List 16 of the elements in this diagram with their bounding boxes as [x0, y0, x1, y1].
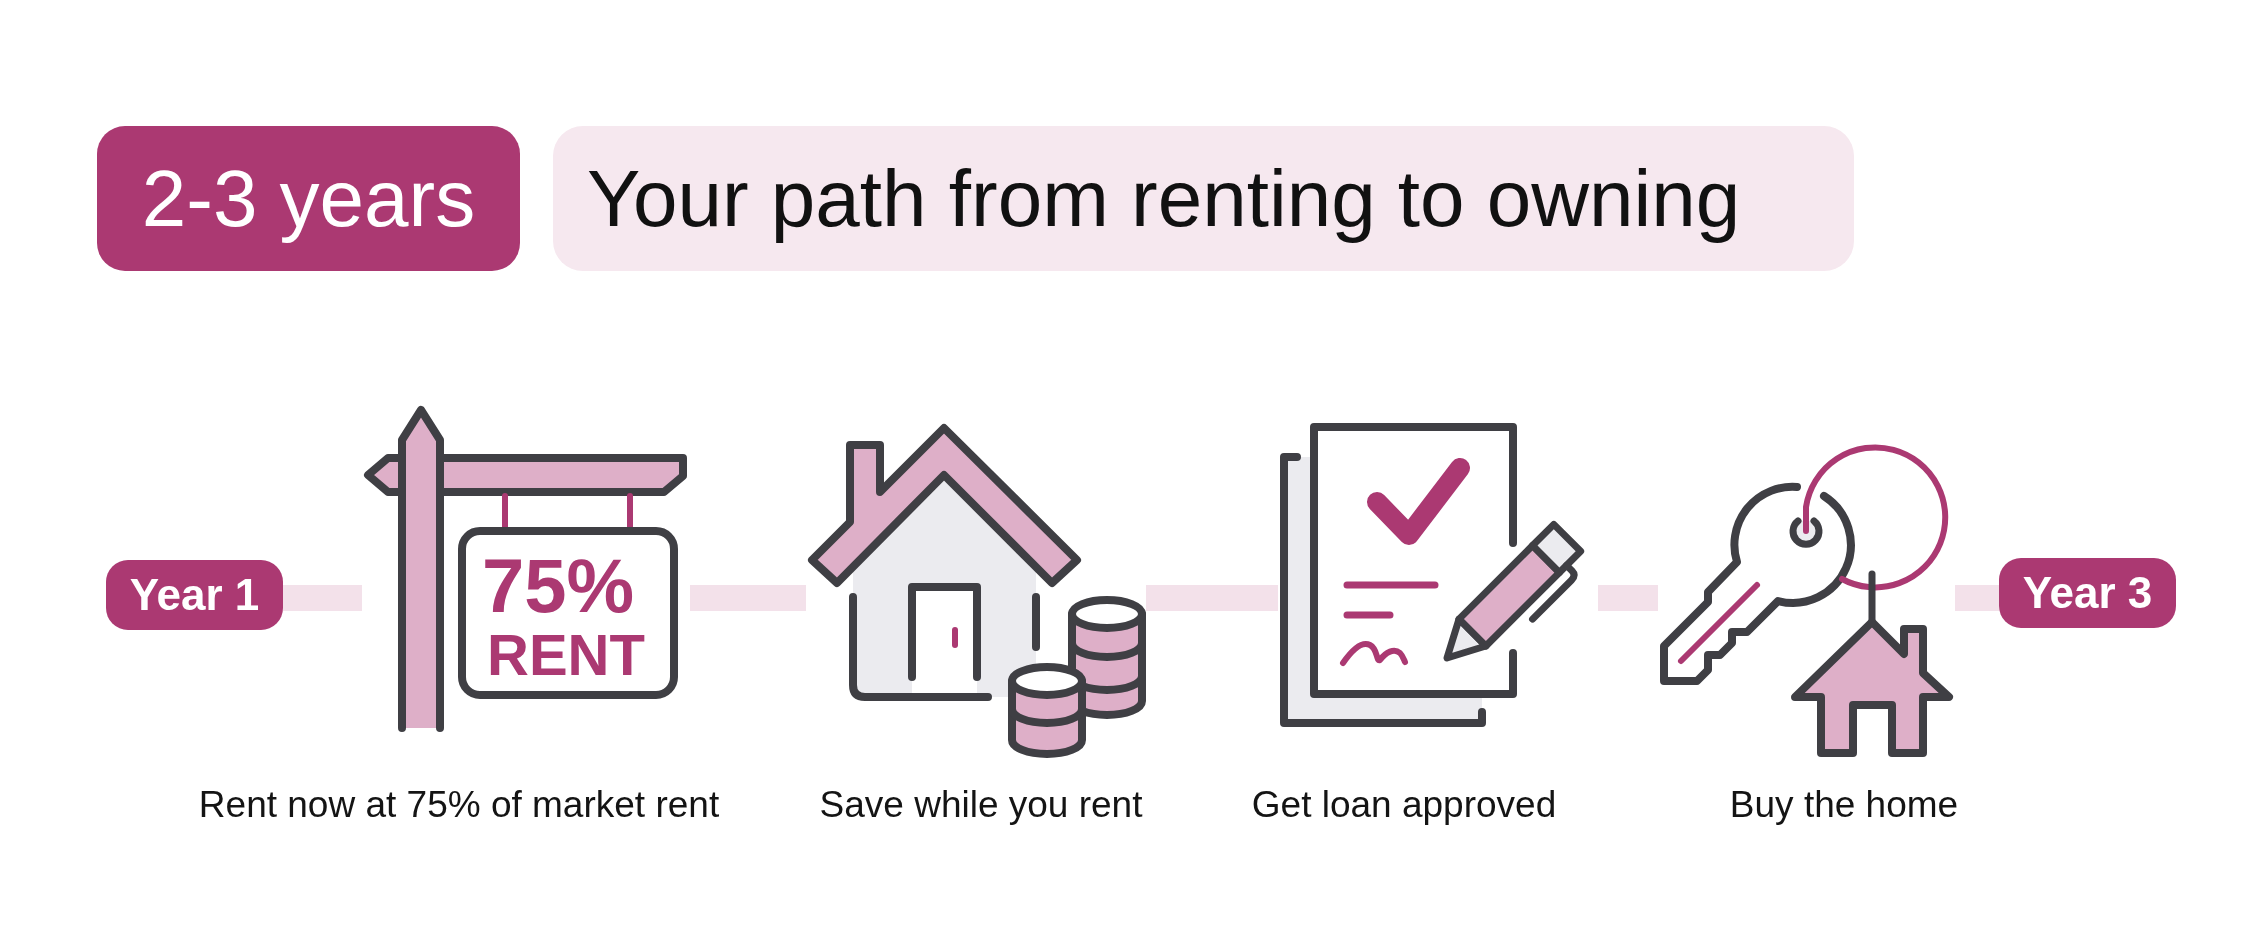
step-caption: Rent now at 75% of market rent — [198, 783, 720, 827]
timeline-band — [1598, 585, 1658, 611]
step-caption: Buy the home — [1729, 783, 1959, 827]
sign-text: RENT — [487, 626, 645, 684]
year-marker: Year 1 — [106, 560, 283, 630]
key-with-house-keychain-illustration — [1658, 442, 1955, 760]
title-banner: Your path from renting to owning — [553, 126, 1854, 271]
timeline-band — [283, 585, 362, 611]
timeline-band — [690, 585, 806, 611]
duration-badge: 2-3 years — [97, 126, 520, 271]
step-caption: Get loan approved — [1251, 783, 1557, 827]
year-marker: Year 3 — [1999, 558, 2176, 628]
timeline-band — [1955, 585, 1999, 611]
timeline-band — [1146, 585, 1278, 611]
sign-text: 75% — [482, 548, 635, 624]
step-caption: Save while you rent — [819, 783, 1143, 827]
